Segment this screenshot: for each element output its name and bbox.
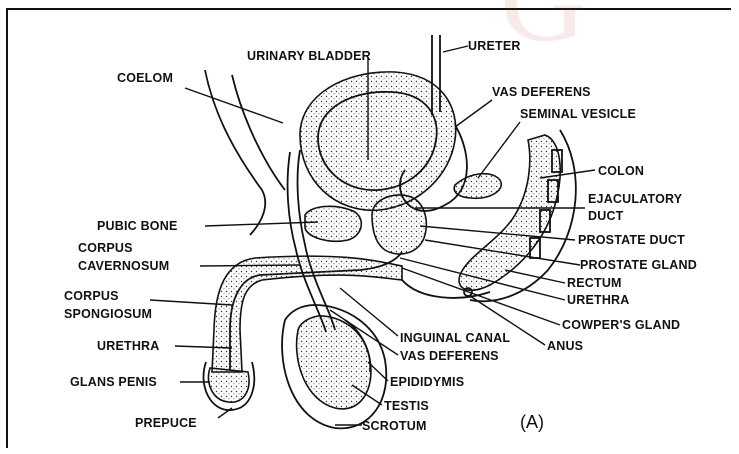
label-urethra-right: URETHRA (567, 293, 630, 307)
label-corpus-spongiosum-line2: SPONGIOSUM (64, 307, 152, 321)
pubic-bone-shape (305, 206, 361, 241)
leader-ureter (443, 46, 468, 52)
leader-coelom (185, 88, 283, 123)
glans-penis-shape (208, 368, 249, 402)
label-vas-deferens-top: VAS DEFERENS (492, 85, 591, 99)
label-ejaculatory-duct-line1: EJACULATORY (588, 192, 683, 206)
label-seminal-vesicle: SEMINAL VESICLE (520, 107, 636, 121)
leader-seminal-vesicle (478, 122, 520, 178)
label-glans-penis: GLANS PENIS (70, 375, 157, 389)
label-epididymis: EPIDIDYMIS (390, 375, 464, 389)
label-corpus-spongiosum-line1: CORPUS (64, 289, 119, 303)
body-wall-inner (232, 75, 285, 190)
label-vas-deferens-bottom: VAS DEFERENS (400, 349, 499, 363)
label-ureter: URETER (468, 39, 521, 53)
label-rectum: RECTUM (567, 276, 622, 290)
label-prostate-gland: PROSTATE GLAND (580, 258, 697, 272)
prostate-shape (372, 195, 426, 254)
leader-corpus-cavernosum (200, 265, 300, 266)
label-testis: TESTIS (384, 399, 429, 413)
label-colon: COLON (598, 164, 644, 178)
label-pubic-bone: PUBIC BONE (97, 219, 177, 233)
panel-label: (A) (520, 412, 544, 432)
label-cowpers-gland: COWPER'S GLAND (562, 318, 680, 332)
label-prepuce: PREPUCE (135, 416, 197, 430)
label-inguinal-canal: INGUINAL CANAL (400, 331, 510, 345)
label-urinary-bladder: URINARY BLADDER (247, 49, 371, 63)
body-wall-outline (205, 70, 265, 235)
colon-rectum-shape (459, 135, 560, 290)
label-anus: ANUS (547, 339, 583, 353)
label-corpus-cavernosum-line1: CORPUS (78, 241, 133, 255)
label-corpus-cavernosum-line2: CAVERNOSUM (78, 259, 169, 273)
label-urethra-left: URETHRA (97, 339, 160, 353)
label-ejaculatory-duct-line2: DUCT (588, 209, 624, 223)
watermark-graphic: G (500, 0, 587, 66)
leader-vas-deferens-top (455, 100, 492, 127)
label-coelom: COELOM (117, 71, 173, 85)
label-prostate-duct: PROSTATE DUCT (578, 233, 685, 247)
label-scrotum: SCROTUM (362, 419, 427, 433)
